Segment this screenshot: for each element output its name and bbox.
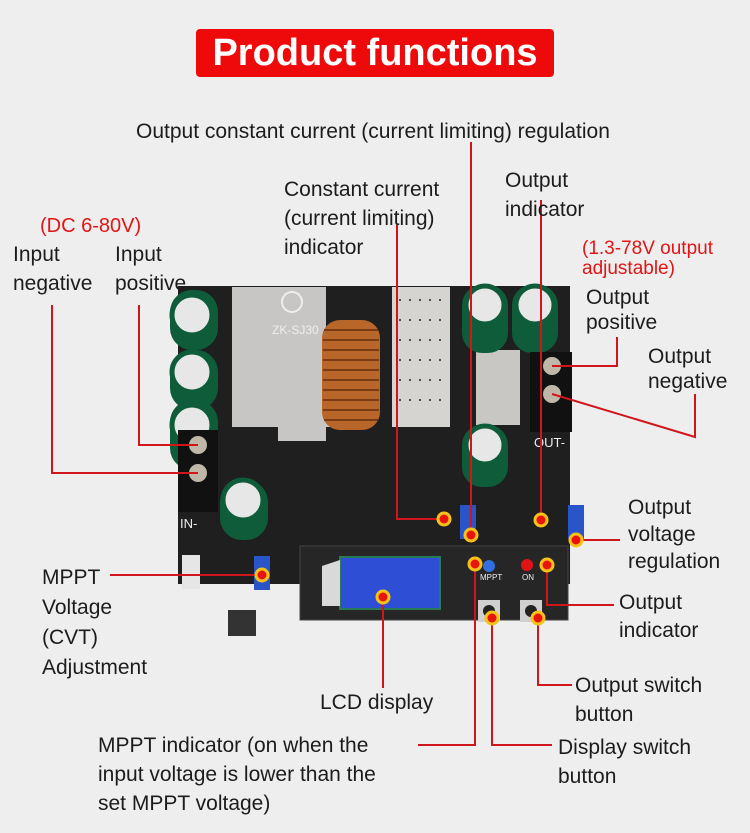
heatsink-plate-center (392, 287, 450, 427)
svg-text:ON: ON (522, 573, 534, 582)
small-inductor (228, 610, 256, 636)
leader-input-negative (51, 305, 198, 474)
label-mppt-adjustment: MPPT Voltage (CVT) Adjustment (42, 566, 148, 679)
label-output-range: (1.3-78V output adjustable) (582, 238, 713, 279)
svg-text:MPPT: MPPT (480, 573, 502, 582)
marker-mppt-led (467, 556, 483, 572)
title-badge: Product functions (196, 29, 554, 77)
leader-output-negative (551, 393, 696, 439)
model-silkscreen: ZK-SJ30 (272, 323, 319, 337)
label-output-cc-regulation: Output constant current (current limitin… (136, 120, 610, 143)
label-output-positive: Output positive (586, 286, 658, 334)
toroid-inductor (322, 320, 380, 430)
label-input-negative: Input negative (13, 243, 93, 295)
lcd-screen (339, 556, 441, 610)
on-led (521, 559, 533, 571)
marker-on-led (539, 557, 555, 573)
label-input-positive: Input positive (115, 243, 187, 295)
label-output-indicator-right: Output indicator (619, 591, 699, 642)
marker-lcd (375, 589, 391, 605)
marker-cc-trim (463, 527, 479, 543)
label-display-switch-button: Display switch button (558, 736, 692, 788)
label-cc-indicator: Constant current (current limiting) indi… (284, 178, 440, 259)
leader-output-switch (537, 618, 572, 686)
svg-text:IN-: IN- (180, 516, 197, 531)
label-lcd-display: LCD display (320, 691, 434, 714)
output-capacitors (462, 283, 558, 487)
svg-text:IN/OUT: IN/OUT (474, 627, 501, 636)
brand-logo-icon (281, 291, 303, 313)
cv-trimmer (568, 505, 584, 539)
leader-cc-indicator (396, 225, 444, 520)
output-terminal-block (530, 352, 572, 432)
leader-display-switch (491, 618, 552, 746)
fan-connector (182, 555, 200, 589)
callout-markers (254, 511, 584, 626)
leader-output-positive (552, 337, 618, 367)
heatsink-plate-right (476, 350, 520, 425)
leader-output-indicator-right (546, 565, 614, 606)
marker-cv-trim (568, 532, 584, 548)
label-output-indicator-top: Output indicator (505, 169, 585, 221)
leader-mppt-indicator (418, 564, 476, 746)
mppt-led (483, 560, 495, 572)
svg-text:ON/OFF: ON/OFF (516, 627, 546, 636)
leader-lines (51, 142, 696, 746)
svg-text:OUT-: OUT- (534, 435, 565, 450)
marker-mppt-trim (254, 567, 270, 583)
label-output-switch-button: Output switch button (575, 674, 703, 726)
marker-output-led-top (533, 512, 549, 528)
label-output-negative: Output negative (648, 345, 728, 393)
marker-on-off-btn (530, 610, 546, 626)
marker-in-out-btn (484, 610, 500, 626)
label-input-range: (DC 6-80V) (40, 215, 142, 237)
label-mppt-indicator: MPPT indicator (on when the input voltag… (98, 734, 376, 815)
label-output-voltage-regulation: Output voltage regulation (628, 496, 721, 573)
leader-input-positive (138, 305, 198, 446)
marker-cc-led (436, 511, 452, 527)
input-terminal-block (178, 430, 218, 512)
